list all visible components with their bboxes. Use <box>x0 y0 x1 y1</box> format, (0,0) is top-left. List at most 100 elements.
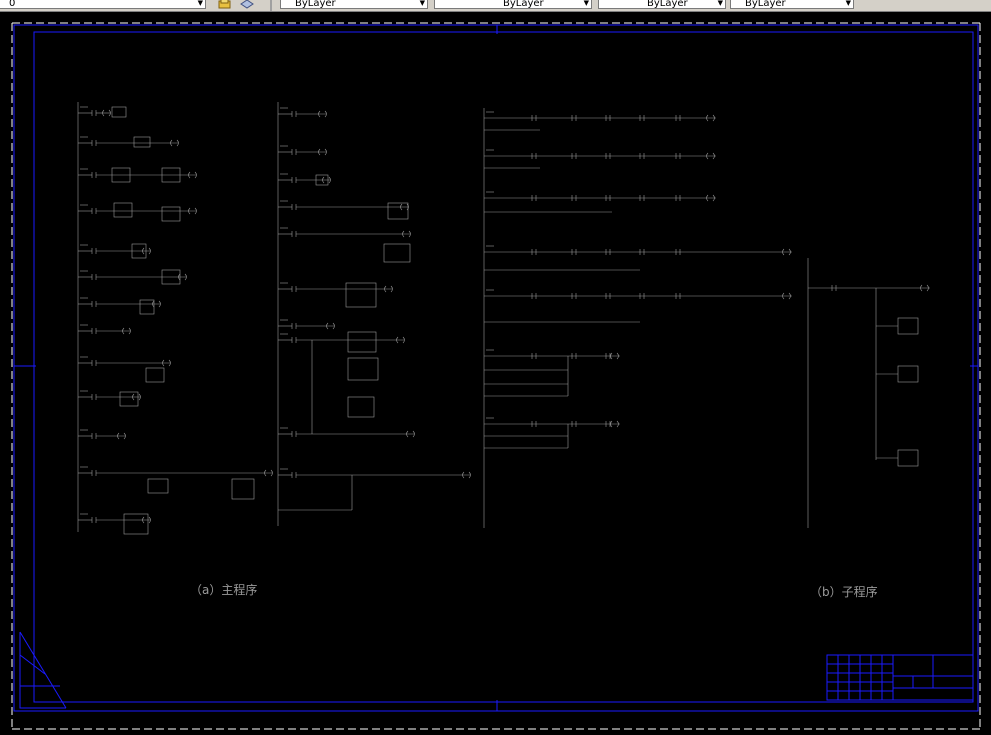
coil-arc <box>462 471 465 479</box>
coil-arc <box>128 327 131 335</box>
coil-arc <box>782 248 785 256</box>
sheet-border <box>11 22 981 730</box>
layer-combo-value: 0 <box>9 0 16 9</box>
coil-arc <box>706 114 709 122</box>
compass-triangle <box>19 631 67 709</box>
layer-previous-icon[interactable] <box>240 0 254 10</box>
coil-arc <box>610 420 613 428</box>
coil-arc <box>788 292 791 300</box>
coil-arc <box>396 336 399 344</box>
plotstyle-combo[interactable]: ByLayer ▼ <box>730 0 854 9</box>
coil-arc <box>188 171 191 179</box>
coil-arc <box>920 284 923 292</box>
coil-arc <box>412 430 415 438</box>
lineweight-combo[interactable]: ByLayer ▼ <box>598 0 726 9</box>
coil-arc <box>178 273 181 281</box>
coil-arc <box>616 352 619 360</box>
properties-toolbar: 0 ▼ ByLayer ▼ ByLayer ▼ ByLayer ▼ ByLaye… <box>0 0 991 12</box>
function-block <box>123 513 149 535</box>
coil-arc <box>194 171 197 179</box>
function-block <box>147 478 169 494</box>
layer-combo[interactable]: 0 ▼ <box>0 0 206 9</box>
coil-arc <box>332 322 335 330</box>
function-block <box>161 206 181 222</box>
coil-arc <box>108 109 111 117</box>
caption-subroutine: （b）子程序 <box>810 585 878 599</box>
function-block <box>161 167 181 183</box>
coil-arc <box>138 393 141 401</box>
function-block <box>387 202 409 220</box>
coil-arc <box>782 292 785 300</box>
function-block <box>347 331 377 353</box>
coil-arc <box>324 110 327 118</box>
coil-arc <box>406 430 409 438</box>
layer-manager-icon[interactable] <box>218 0 232 10</box>
chevron-down-icon: ▼ <box>717 0 723 7</box>
chevron-down-icon: ▼ <box>197 0 203 7</box>
coil-arc <box>170 139 173 147</box>
linetype-combo[interactable]: ByLayer ▼ <box>434 0 592 9</box>
coil-arc <box>168 359 171 367</box>
chevron-down-icon: ▼ <box>845 0 851 7</box>
coil-arc <box>926 284 929 292</box>
coil-arc <box>326 322 329 330</box>
coil-arc <box>122 327 125 335</box>
coil-arc <box>712 114 715 122</box>
coil-arc <box>158 300 161 308</box>
coil-arc <box>188 207 191 215</box>
function-block <box>161 269 181 285</box>
coil-arc <box>788 248 791 256</box>
title-block-frame <box>826 654 974 701</box>
plotstyle-combo-value: ByLayer <box>745 0 786 9</box>
coil-arc <box>706 194 709 202</box>
coil-arc <box>142 516 145 524</box>
coil-arc <box>132 393 135 401</box>
coil-arc <box>264 469 267 477</box>
coil-arc <box>408 230 411 238</box>
function-block <box>347 357 379 381</box>
color-combo[interactable]: ByLayer ▼ <box>280 0 428 9</box>
chevron-down-icon: ▼ <box>419 0 425 7</box>
coil-arc <box>328 176 331 184</box>
function-block <box>897 449 919 467</box>
coil-arc <box>270 469 273 477</box>
coil-arc <box>318 110 321 118</box>
coil-arc <box>610 352 613 360</box>
function-block <box>111 167 131 183</box>
coil-arc <box>142 247 145 255</box>
coil-arc <box>176 139 179 147</box>
coil-arc <box>706 152 709 160</box>
color-combo-value: ByLayer <box>295 0 336 9</box>
coil-arc <box>384 285 387 293</box>
ladder-subroutine <box>807 258 930 528</box>
coil-arc <box>117 432 120 440</box>
coil-arc <box>616 420 619 428</box>
coil-arc <box>184 273 187 281</box>
function-block <box>113 202 133 218</box>
function-block <box>231 478 255 500</box>
coil-arc <box>712 194 715 202</box>
coil-arc <box>123 432 126 440</box>
function-block <box>145 367 165 383</box>
function-block <box>345 282 377 308</box>
function-block <box>133 136 151 148</box>
coil-arc <box>318 148 321 156</box>
ladder-main-program <box>77 102 792 535</box>
drawing-svg <box>11 22 981 730</box>
function-block <box>315 174 329 186</box>
function-block <box>897 365 919 383</box>
function-block <box>139 299 155 315</box>
chevron-down-icon: ▼ <box>583 0 589 7</box>
coil-arc <box>152 300 155 308</box>
coil-arc <box>148 516 151 524</box>
coil-arc <box>712 152 715 160</box>
coil-arc <box>102 109 105 117</box>
function-block <box>119 391 139 407</box>
drawing-canvas[interactable]: （a）主程序 （b）子程序 <box>0 12 991 735</box>
coil-arc <box>322 176 325 184</box>
function-block <box>897 317 919 335</box>
coil-arc <box>402 230 405 238</box>
function-block <box>383 243 411 263</box>
function-block <box>131 243 147 259</box>
coil-arc <box>194 207 197 215</box>
